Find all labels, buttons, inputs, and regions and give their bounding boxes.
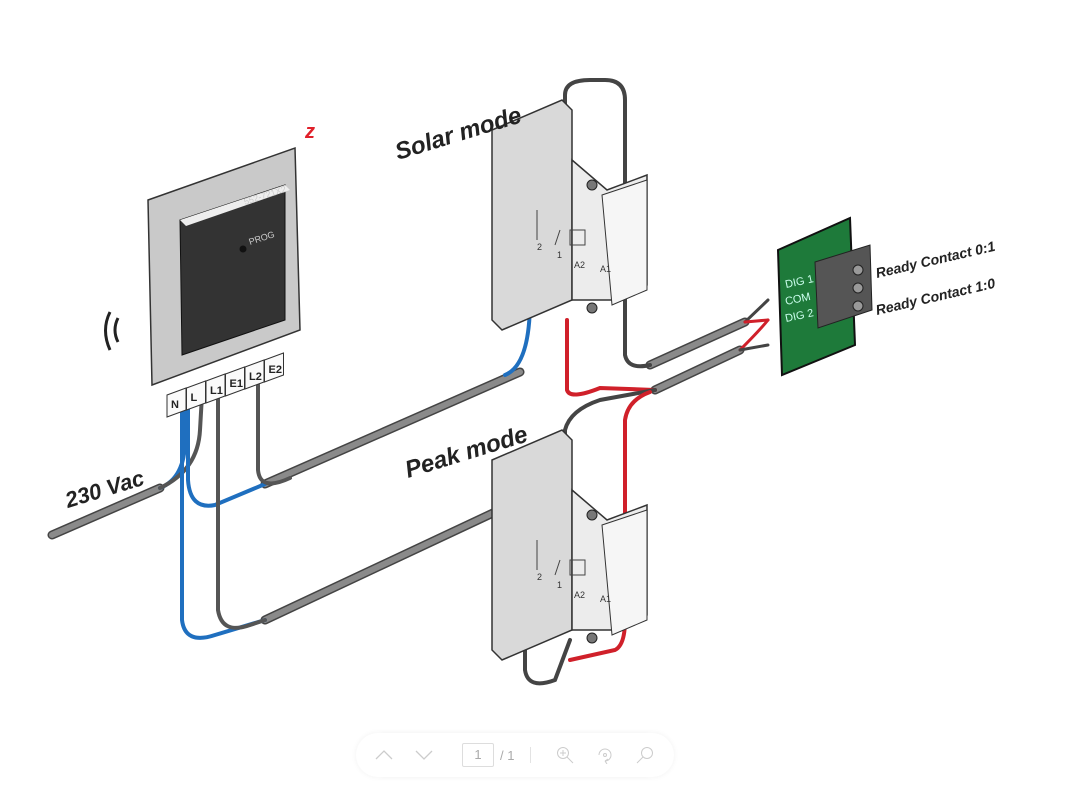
terminal-label-t2: 2 <box>537 572 542 582</box>
page-total: / 1 <box>500 747 515 763</box>
svg-text:N: N <box>171 399 179 411</box>
label-ready-contact-01: Ready Contact 0:1 <box>874 238 997 281</box>
chevron-down-icon[interactable] <box>404 735 444 775</box>
pdf-toolbar: 1 / 1 <box>356 733 674 777</box>
terminal-e1: E1 <box>225 366 245 397</box>
contactor-solar: 2 1A2 A1 <box>491 99 648 331</box>
svg-text:E1: E1 <box>230 378 243 390</box>
terminal-e2: E2 <box>264 352 284 383</box>
terminal-block: NL L1 E1 L2 E2 <box>166 352 284 418</box>
search-icon[interactable] <box>625 735 665 775</box>
cables <box>47 317 750 625</box>
terminal-label-a1: A1 <box>600 264 611 274</box>
terminal-label-a2: A2 <box>574 590 585 600</box>
label-ready-contact-10: Ready Contact 1:0 <box>874 275 997 318</box>
zoom-in-icon[interactable] <box>545 735 585 775</box>
pin-dig2: DIG 2 <box>784 307 815 325</box>
wireless-icon <box>104 311 120 351</box>
terminal-label-a1: A1 <box>600 594 611 604</box>
prog-button <box>239 245 247 253</box>
terminal-label-t1: 1 <box>557 580 562 590</box>
svg-text:L1: L1 <box>210 385 223 397</box>
pin-com: COM <box>784 291 812 308</box>
terminal-l2: L2 <box>244 359 265 390</box>
svg-text:L2: L2 <box>249 371 262 383</box>
contactor-peak: 2 1A2 A1 <box>491 429 648 661</box>
page-number-input[interactable]: 1 <box>462 743 494 767</box>
svg-text:L: L <box>191 392 198 404</box>
smart-device: 552-721X2 PROG z <box>147 121 315 387</box>
label-supply: 230 Vac <box>61 465 147 513</box>
terminal-label-t2: 2 <box>537 242 542 252</box>
terminal-label-a2: A2 <box>574 260 585 270</box>
pin-dig1: DIG 1 <box>784 273 815 291</box>
chevron-up-icon[interactable] <box>364 735 404 775</box>
rotate-icon[interactable] <box>585 735 625 775</box>
divider <box>530 747 532 763</box>
io-board: DIG 1 COM DIG 2 <box>776 216 873 377</box>
svg-text:E2: E2 <box>269 364 282 376</box>
brand-logo: z <box>304 121 315 143</box>
terminal-l1: L1 <box>205 373 226 404</box>
terminal-label-t1: 1 <box>557 250 562 260</box>
